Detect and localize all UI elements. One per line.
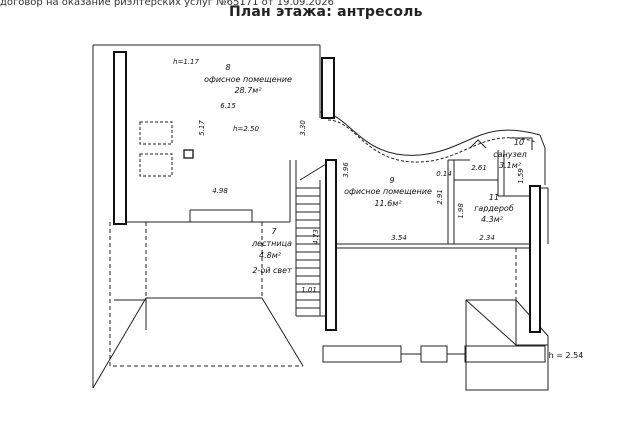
plan-title: План этажа: антресоль	[229, 4, 423, 20]
dim-2-61: 2.61	[471, 164, 487, 172]
room-8-number: 8	[225, 63, 230, 72]
lower-left-area	[92, 297, 304, 389]
bottom-window-center	[420, 345, 448, 363]
room-7-name: лестница	[251, 239, 292, 248]
room-10-area: 3.1м²	[499, 161, 522, 170]
dim-h-250: h=2.50	[233, 125, 259, 133]
wall-center-lower	[325, 159, 337, 331]
column-mark	[183, 149, 194, 159]
dim-h-254: h = 2.54	[549, 351, 584, 360]
room-10-name: санузел	[493, 150, 527, 159]
dim-2-34: 2.34	[479, 234, 495, 242]
dim-6-15: 6.15	[220, 102, 236, 110]
dim-2-91: 2.91	[436, 189, 444, 205]
room-7-area: 4.8м²	[259, 251, 282, 260]
bottom-window-left	[322, 345, 402, 363]
curved-wall	[319, 111, 541, 156]
wall-center-upper	[321, 57, 335, 119]
dim-1-01: 1.01	[301, 286, 317, 294]
room-11-name: гардероб	[474, 204, 514, 213]
dim-h-top: h=1.17	[173, 58, 199, 66]
dim-0-14: 0.14	[436, 170, 452, 178]
curved-wall-inner	[327, 119, 537, 163]
dim-1-98: 1.98	[457, 203, 465, 219]
lower-right-area	[465, 299, 549, 391]
dim-5-17: 5.17	[198, 120, 206, 136]
dim-4-73: 4.73	[312, 229, 320, 245]
room-9-number: 9	[389, 176, 394, 185]
room-9-area: 11.6м²	[374, 199, 402, 208]
wall-left-thick	[113, 51, 127, 225]
room-11-number: 11	[489, 193, 499, 202]
dim-1-59: 1.59	[517, 168, 525, 184]
dim-3-96: 3.96	[342, 162, 350, 178]
dim-3-54: 3.54	[391, 234, 407, 242]
contract-note: договор на оказание риэлтерских услуг №6…	[0, 0, 334, 8]
bottom-window-right	[464, 345, 546, 363]
lower-outline	[109, 222, 303, 367]
room-8-area: 28.7м²	[234, 86, 262, 95]
room-10-number: 10	[514, 138, 524, 147]
dim-4-98: 4.98	[212, 187, 228, 195]
wall-right-thick	[529, 185, 541, 333]
room-9-name: офисное помещение	[344, 187, 432, 196]
room-8-name: офисное помещение	[204, 75, 292, 84]
stair-steps	[296, 187, 320, 309]
room-11-area: 4.3м²	[481, 215, 504, 224]
room-7-number: 7	[271, 227, 277, 236]
room-7-note: 2-ой свет	[252, 266, 292, 275]
dim-3-30: 3.30	[299, 120, 307, 136]
